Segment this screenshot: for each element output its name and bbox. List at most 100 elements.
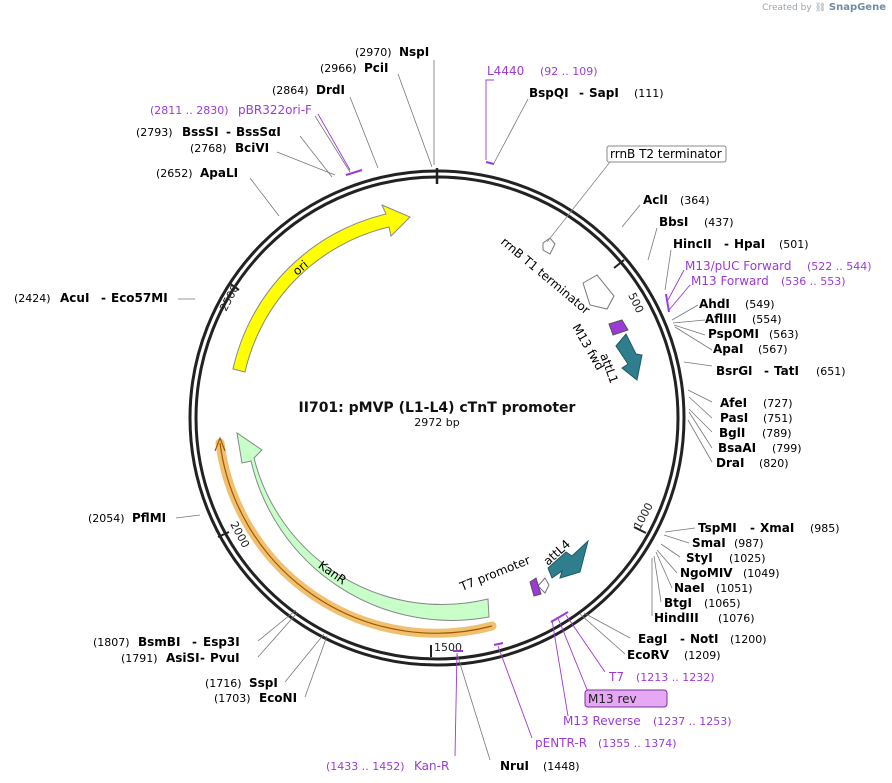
site-name2: BssSαI [236,125,281,139]
site-bspqi[interactable]: BspQI - SapI (111) [529,86,664,100]
site-pos: (2966) [320,62,357,75]
site-apali[interactable]: (2652) ApaLI [156,166,238,180]
site-name: BglI [719,426,745,440]
site-pos: (789) [762,427,792,440]
primer-name: M13/pUC Forward [685,259,792,273]
feature-label-kanr: KanR [316,558,349,587]
site-pos: (820) [759,457,789,470]
site-bsaai[interactable]: BsaAI (799) [718,441,802,455]
site-sep: - [680,632,685,646]
primer-name: Kan-R [414,759,449,773]
plasmid-length: 2972 bp [414,416,459,429]
primer-range: (1237 .. 1253) [653,715,732,728]
site-afei[interactable]: AfeI (727) [720,396,793,410]
site-sep: - [724,237,729,251]
site-ahdi[interactable]: AhdI (549) [699,297,775,311]
m13-fwd-arrow[interactable] [608,319,629,336]
site-pos: (1448) [543,760,580,773]
site-acli[interactable]: AclI (364) [643,193,710,207]
site-bsrgi[interactable]: BsrGI - TatI (651) [716,364,846,378]
primer-kan-r[interactable]: (1433 .. 1452) Kan-R [326,759,449,773]
ori-arrow[interactable] [232,204,411,373]
primer-range: (1433 .. 1452) [326,760,405,773]
credit-brand: SnapGene [828,2,886,13]
primer-l4440[interactable]: L4440 (92 .. 109) [487,64,598,78]
primer-m13-forward[interactable]: M13 Forward (536 .. 553) [691,274,846,288]
t7-promoter-arrow[interactable] [537,577,550,594]
site-ngomiv[interactable]: NgoMIV (1049) [680,566,780,580]
site-asisi[interactable]: (1791) AsiSI - PvuI [121,651,240,665]
site-pos: (651) [816,365,846,378]
site-bbsi[interactable]: BbsI (437) [659,215,734,229]
t7-primer-marker [529,577,542,597]
site-pos: (2864) [272,84,309,97]
site-sspi[interactable]: (1716) SspI [205,676,278,690]
leader-lines [175,60,713,761]
tick-label-1500: 1500 [434,641,462,654]
site-tspmi[interactable]: TspMI - XmaI (985) [698,521,840,535]
site-name: NaeI [674,581,705,595]
site-styi[interactable]: StyI (1025) [686,551,766,565]
site-sep: - [226,125,231,139]
rrnb-t2-arrow[interactable] [542,237,556,255]
primer-name: T7 [608,670,624,684]
site-name: NspI [399,45,429,59]
attl4-arrow[interactable] [547,539,589,579]
site-smai[interactable]: SmaI (987) [692,536,764,550]
site-bcivi[interactable]: (2768) BciVI [190,141,269,155]
rrnb-t1-arrow[interactable] [582,274,615,310]
site-bsssi[interactable]: (2793) BssSI - BssSαI [136,125,281,139]
site-drdi[interactable]: (2864) DrdI [272,83,345,97]
primer-name: M13 Reverse [563,714,641,728]
site-bgli[interactable]: BglI (789) [719,426,792,440]
site-name: BtgI [664,596,692,610]
site-name: DraI [716,456,744,470]
backbone [188,168,686,667]
site-pflmi[interactable]: (2054) PflMI [88,511,166,525]
primer-pentr-r[interactable]: pENTR-R (1355 .. 1374) [535,736,677,750]
primer-m13-rev[interactable]: M13 rev [584,689,668,708]
site-eagi[interactable]: EagI - NotI (1200) [638,632,767,646]
site-apai[interactable]: ApaI (567) [713,342,788,356]
site-name2: SapI [589,86,619,100]
site-pos: (1716) [205,677,242,690]
site-hincii[interactable]: HincII - HpaI (501) [673,237,809,251]
site-name: TspMI [698,521,737,535]
site-ecorv[interactable]: EcoRV (1209) [627,648,721,662]
site-name: HindIII [654,611,699,625]
site-nspi[interactable]: (2970) NspI [355,45,429,59]
site-pos: (987) [734,537,764,550]
site-hindiii[interactable]: HindIII (1076) [654,611,755,625]
site-name: BbsI [659,215,688,229]
site-naei[interactable]: NaeI (1051) [674,581,753,595]
site-pasi[interactable]: PasI (751) [720,411,793,425]
primer-pbr322ori-f[interactable]: (2811 .. 2830) pBR322ori-F [150,103,312,117]
site-afliii[interactable]: AflIII (554) [705,312,782,326]
site-pos: (751) [763,412,793,425]
attl1-arrow[interactable] [615,333,643,381]
site-name: ApaI [713,342,743,356]
primer-m13-puc-forward[interactable]: M13/pUC Forward (522 .. 544) [685,259,872,273]
site-bsmbi[interactable]: (1807) BsmBI - Esp3I [93,635,240,649]
site-acui[interactable]: (2424) AcuI - Eco57MI [14,291,168,305]
site-pcii[interactable]: (2966) PciI [320,61,389,75]
site-name2: Esp3I [203,635,240,649]
site-pos: (2424) [14,292,51,305]
site-econi[interactable]: (1703) EcoNI [214,691,297,705]
site-btgi[interactable]: BtgI (1065) [664,596,741,610]
kanr-arrow[interactable] [236,431,490,621]
site-name: StyI [686,551,713,565]
site-nrui[interactable]: NruI (1448) [500,759,580,773]
site-pos: (727) [763,397,793,410]
m13-rev-box [584,689,668,708]
primer-range: (1355 .. 1374) [598,737,677,750]
site-pos: (437) [704,216,734,229]
site-pspomi[interactable]: PspOMI (563) [708,327,799,341]
site-name: AflIII [705,312,737,326]
primer-t7[interactable]: T7 (1213 .. 1232) [608,670,715,684]
site-sep: - [101,291,106,305]
primer-m13-reverse[interactable]: M13 Reverse (1237 .. 1253) [563,714,732,728]
site-pos: (501) [779,238,809,251]
site-drai[interactable]: DraI (820) [716,456,789,470]
